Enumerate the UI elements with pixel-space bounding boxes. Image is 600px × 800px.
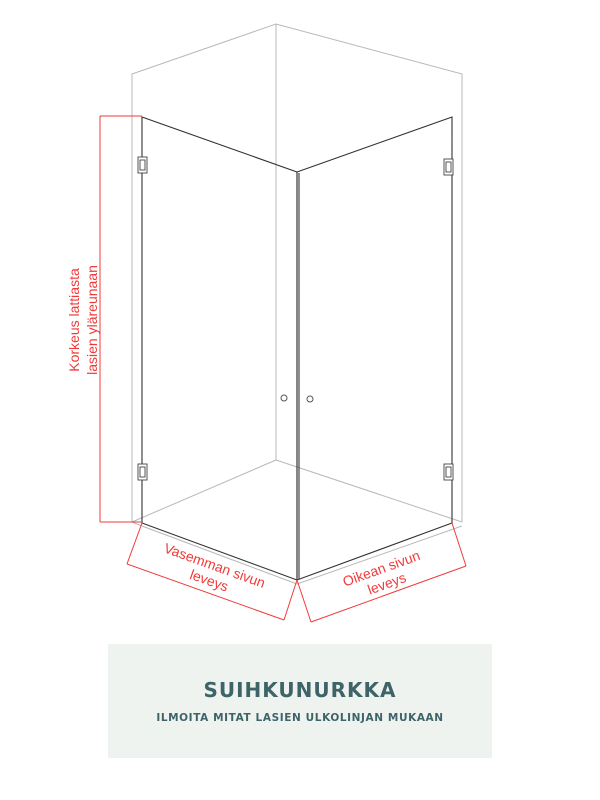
shower-corner-diagram: Korkeus lattiasta lasien yläreunaan Vase…	[66, 23, 467, 623]
hinge-icons	[137, 156, 454, 481]
caption-box: SUIHKUNURKKA ILMOITA MITAT LASIEN ULKOLI…	[108, 644, 492, 758]
left-knob-icon	[280, 394, 288, 402]
caption-subtitle: ILMOITA MITAT LASIEN ULKOLINJAN MUKAAN	[156, 712, 444, 724]
caption-title: SUIHKUNURKKA	[203, 678, 397, 702]
height-label-line1: Korkeus lattiasta	[66, 268, 82, 372]
hinge-right-bottom	[443, 463, 454, 481]
right-knob-icon	[306, 395, 314, 403]
dimension-lines	[99, 115, 467, 623]
height-label-line2: lasien yläreunaan	[84, 265, 100, 375]
hinge-left-bottom	[137, 463, 148, 481]
glass-panels	[141, 116, 453, 581]
hinge-right-top	[443, 158, 454, 176]
left-glass-panel	[141, 116, 298, 581]
hinge-left-top	[137, 156, 148, 174]
room-outline	[131, 23, 463, 585]
